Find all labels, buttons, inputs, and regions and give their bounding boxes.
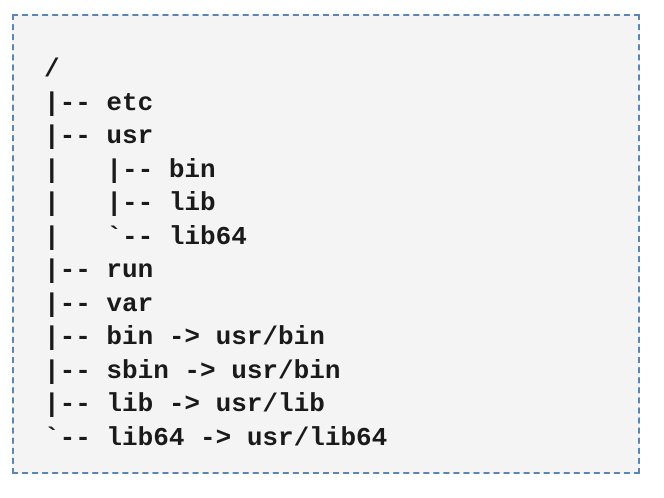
tree-line-var: |-- var xyxy=(44,288,154,319)
tree-line-lib-symlink: |-- lib -> usr/lib xyxy=(44,389,325,419)
tree-line-lib64-symlink: `-- lib64 -> usr/lib64 xyxy=(44,422,388,453)
tree-line-etc: |-- etc xyxy=(44,87,154,118)
tree-line-usr-lib64: | `-- lib64 xyxy=(44,221,247,252)
code-block: / |-- etc |-- usr | |-- bin | |-- lib | … xyxy=(12,14,640,474)
tree-line-usr: |-- usr xyxy=(44,121,154,151)
tree-line-sbin-symlink: |-- sbin -> usr/bin xyxy=(44,355,341,386)
tree-line-usr-lib: | |-- lib xyxy=(44,188,216,218)
directory-tree: / |-- etc |-- usr | |-- bin | |-- lib | … xyxy=(44,53,387,455)
tree-line-bin-symlink: |-- bin -> usr/bin xyxy=(44,322,325,352)
tree-line-usr-bin: | |-- bin xyxy=(44,154,216,185)
tree-line-root: / xyxy=(44,54,60,84)
tree-line-run: |-- run xyxy=(44,255,154,285)
